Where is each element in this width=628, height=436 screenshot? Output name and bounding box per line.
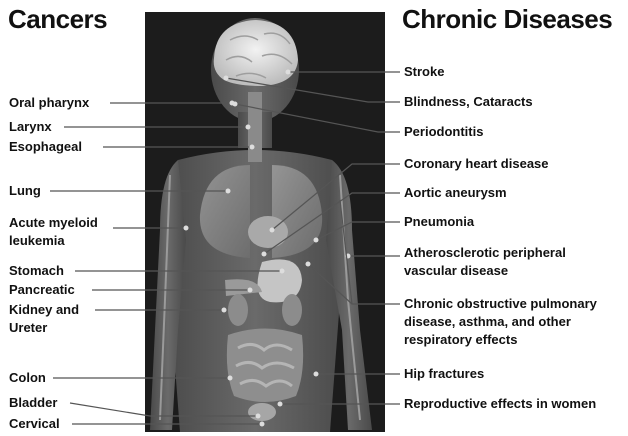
right-kidney-shape bbox=[282, 294, 302, 326]
dot-kidney bbox=[222, 308, 227, 313]
dot-leukemia bbox=[184, 226, 189, 231]
dot-aortic bbox=[262, 252, 267, 257]
label-reproductive-effects: Reproductive effects in women bbox=[404, 395, 596, 413]
left-kidney-shape bbox=[228, 294, 248, 326]
dot-coronary bbox=[270, 228, 275, 233]
bladder-shape bbox=[248, 403, 276, 421]
label-larynx: Larynx bbox=[9, 118, 52, 136]
dot-pneumonia bbox=[314, 238, 319, 243]
label-coronary-heart-disease: Coronary heart disease bbox=[404, 155, 549, 173]
label-stroke: Stroke bbox=[404, 63, 444, 81]
dot-bladder bbox=[256, 414, 261, 419]
label-periodontitis: Periodontitis bbox=[404, 123, 483, 141]
dot-blindness bbox=[224, 76, 229, 81]
label-aortic-aneurysm: Aortic aneurysm bbox=[404, 184, 507, 202]
dot-pancreatic bbox=[248, 288, 253, 293]
label-colon: Colon bbox=[9, 369, 46, 387]
dot-stomach bbox=[280, 269, 285, 274]
label-acute-myeloid-leukemia: Acute myeloid leukemia bbox=[9, 214, 98, 250]
label-lung: Lung bbox=[9, 182, 41, 200]
dot-hip bbox=[314, 372, 319, 377]
dot-larynx bbox=[246, 125, 251, 130]
dot-esophageal bbox=[250, 145, 255, 150]
label-pancreatic: Pancreatic bbox=[9, 281, 75, 299]
dot-cervical bbox=[260, 422, 265, 427]
label-pneumonia: Pneumonia bbox=[404, 213, 474, 231]
dot-reproductive bbox=[278, 402, 283, 407]
label-oral-pharynx: Oral pharynx bbox=[9, 94, 89, 112]
dot-colon bbox=[228, 376, 233, 381]
dot-lung bbox=[226, 189, 231, 194]
label-stomach: Stomach bbox=[9, 262, 64, 280]
label-blindness-cataracts: Blindness, Cataracts bbox=[404, 93, 533, 111]
heart-shape bbox=[248, 216, 288, 248]
label-hip-fractures: Hip fractures bbox=[404, 365, 484, 383]
label-copd: Chronic obstructive pulmonary disease, a… bbox=[404, 295, 597, 349]
dot-copd bbox=[306, 262, 311, 267]
label-bladder: Bladder bbox=[9, 394, 57, 412]
dot-periodontitis bbox=[233, 102, 238, 107]
dot-stroke bbox=[286, 70, 291, 75]
label-atherosclerotic: Atherosclerotic peripheral vascular dise… bbox=[404, 244, 566, 280]
label-esophageal: Esophageal bbox=[9, 138, 82, 156]
label-cervical: Cervical bbox=[9, 415, 60, 433]
label-kidney-ureter: Kidney and Ureter bbox=[9, 301, 79, 337]
